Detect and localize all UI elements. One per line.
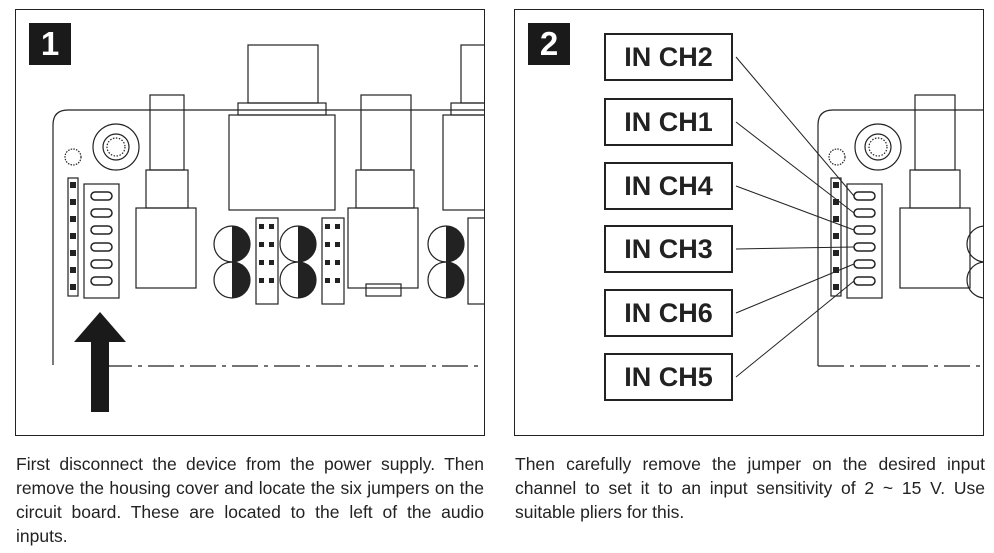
label-in-ch2: IN CH2 bbox=[604, 33, 733, 81]
leader-lines bbox=[735, 56, 855, 378]
up-arrow-icon bbox=[74, 312, 126, 412]
step-2-caption: Then carefully remove the jumper on the … bbox=[515, 454, 985, 522]
label-in-ch4: IN CH4 bbox=[604, 162, 733, 210]
step-1-caption: First disconnect the device from the pow… bbox=[16, 454, 484, 546]
label-in-ch3: IN CH3 bbox=[604, 225, 733, 273]
step-number-1: 1 bbox=[29, 23, 71, 65]
label-in-ch6: IN CH6 bbox=[604, 289, 733, 337]
circuit-board-drawing-1 bbox=[52, 44, 484, 412]
label-in-ch5: IN CH5 bbox=[604, 353, 733, 401]
step-number-2: 2 bbox=[528, 23, 570, 65]
label-in-ch1: IN CH1 bbox=[604, 98, 733, 146]
step-1-illustration: 1 bbox=[15, 9, 485, 436]
circuit-board-drawing-2 bbox=[735, 56, 983, 378]
step-2-illustration: 2 bbox=[514, 9, 984, 436]
